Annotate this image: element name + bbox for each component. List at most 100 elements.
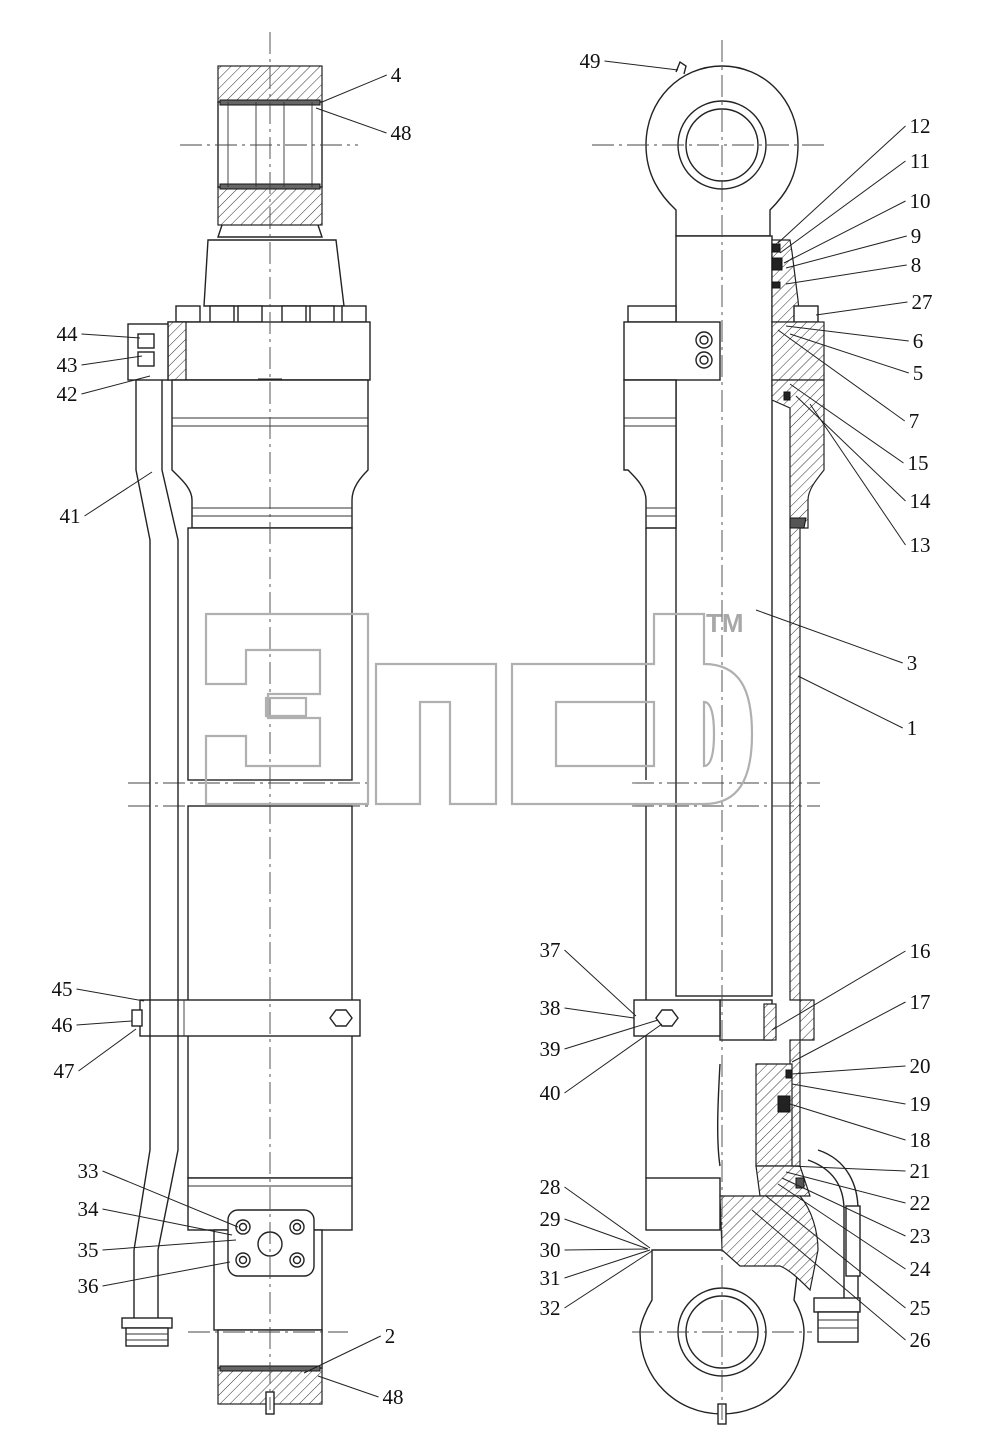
leader-line-45	[76, 988, 145, 1002]
leader-line-26	[751, 1209, 906, 1341]
callout-23: 23	[910, 1224, 931, 1248]
leader-line-33	[102, 1170, 239, 1228]
hose-41	[121, 380, 179, 1347]
leader-line-28	[564, 1186, 651, 1249]
leader-line-39	[564, 1019, 659, 1050]
callout-8: 8	[911, 253, 922, 277]
leader-line-17	[791, 1001, 906, 1063]
leader-line-40	[564, 1023, 663, 1094]
callout-6: 6	[913, 329, 924, 353]
leader-line-22	[785, 1171, 906, 1204]
left-view	[121, 32, 372, 1415]
callout-15: 15	[908, 451, 929, 475]
callout-49: 49	[580, 49, 601, 73]
callout-43: 43	[57, 353, 78, 377]
leader-line-49	[604, 60, 679, 71]
callout-48a: 48	[391, 121, 412, 145]
callout-32: 32	[540, 1296, 561, 1320]
callout-21: 21	[910, 1159, 931, 1183]
callout-42: 42	[57, 382, 78, 406]
callout-22: 22	[910, 1191, 931, 1215]
watermark-logo: TM	[204, 608, 754, 806]
callout-38: 38	[540, 996, 561, 1020]
callout-12: 12	[910, 114, 931, 138]
leader-line-18	[789, 1103, 906, 1141]
callout-26: 26	[910, 1328, 931, 1352]
leader-line-35	[102, 1239, 237, 1251]
leader-line-38	[564, 1007, 635, 1019]
leader-line-23	[781, 1177, 906, 1237]
leader-line-11	[779, 160, 906, 254]
callout-33: 33	[78, 1159, 99, 1183]
callout-13: 13	[910, 533, 931, 557]
leader-line-10	[783, 200, 906, 264]
callout-5: 5	[913, 361, 924, 385]
leader-line-41	[84, 471, 153, 517]
leader-line-34	[102, 1208, 233, 1236]
callout-27: 27	[912, 290, 933, 314]
callout-30: 30	[540, 1238, 561, 1262]
leader-line-3	[755, 609, 903, 664]
leader-line-21	[789, 1165, 906, 1172]
leader-line-8	[785, 264, 907, 285]
leader-line-20	[791, 1065, 906, 1075]
leader-line-44	[81, 333, 141, 339]
callout-48b: 48	[383, 1385, 404, 1409]
callout-14: 14	[910, 489, 932, 513]
right-view	[592, 40, 861, 1425]
leader-line-24	[777, 1183, 906, 1270]
callout-2: 2	[385, 1324, 396, 1348]
leader-line-16	[771, 950, 906, 1031]
leader-line-31	[564, 1249, 651, 1279]
callout-40: 40	[540, 1081, 561, 1105]
callout-34: 34	[78, 1197, 100, 1221]
callout-18: 18	[910, 1128, 931, 1152]
callout-36: 36	[78, 1274, 99, 1298]
callout-17: 17	[910, 990, 931, 1014]
callout-24: 24	[910, 1257, 932, 1281]
leader-line-36	[102, 1261, 231, 1287]
leader-line-29	[564, 1218, 649, 1250]
leader-line-43	[81, 355, 143, 366]
callout-35: 35	[78, 1238, 99, 1262]
callout-46: 46	[52, 1013, 73, 1037]
leader-line-42	[81, 375, 151, 395]
callout-19: 19	[910, 1092, 931, 1116]
callout-1: 1	[907, 716, 918, 740]
callout-11: 11	[910, 149, 930, 173]
leader-line-19	[791, 1083, 906, 1105]
leader-line-14	[795, 395, 906, 502]
leader-line-1	[797, 675, 903, 729]
callout-3: 3	[907, 651, 918, 675]
part-callouts: 4484443424145464733343536248491211109827…	[52, 49, 933, 1409]
leader-line-6	[785, 325, 909, 342]
leader-line-15	[789, 383, 904, 464]
callout-7: 7	[909, 409, 920, 433]
leader-line-37	[564, 949, 637, 1017]
callout-39: 39	[540, 1037, 561, 1061]
callout-45: 45	[52, 977, 73, 1001]
callout-4: 4	[391, 63, 402, 87]
leader-line-5	[789, 333, 909, 374]
leader-line-9	[785, 235, 907, 269]
leader-line-48a	[315, 107, 387, 134]
callout-9: 9	[911, 224, 922, 248]
leader-line-25	[765, 1195, 906, 1309]
leader-line-47	[78, 1028, 137, 1072]
callout-16: 16	[910, 939, 931, 963]
leader-line-30	[564, 1248, 649, 1251]
leader-line-27	[815, 301, 908, 316]
callout-37: 37	[540, 938, 561, 962]
leader-line-7	[777, 329, 906, 422]
leader-line-32	[564, 1250, 653, 1309]
leader-line-2	[303, 1335, 381, 1374]
callout-29: 29	[540, 1207, 561, 1231]
callout-41: 41	[60, 504, 81, 528]
head-bolts	[175, 305, 367, 323]
leader-line-4	[321, 74, 387, 103]
callout-47: 47	[54, 1059, 75, 1083]
callout-10: 10	[910, 189, 931, 213]
callout-28: 28	[540, 1175, 561, 1199]
callout-25: 25	[910, 1296, 931, 1320]
